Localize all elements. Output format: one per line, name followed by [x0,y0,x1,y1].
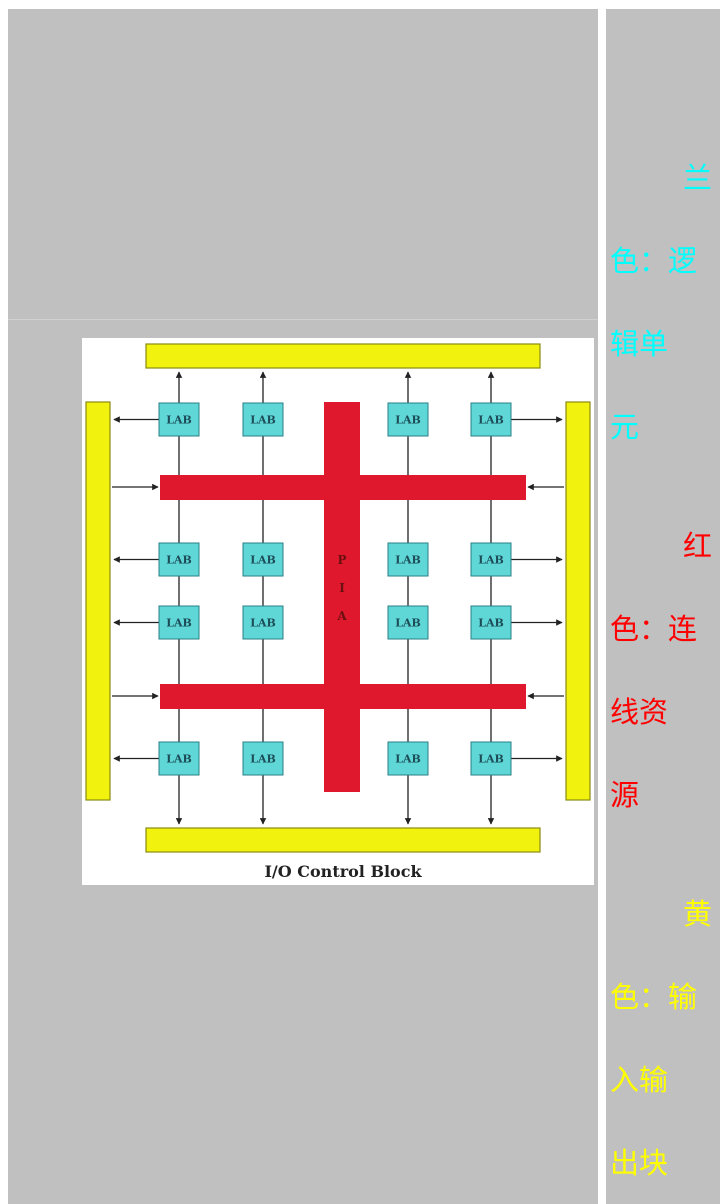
legend-blue-line-3: 辑单 [610,327,669,361]
legend-panel [606,9,720,1204]
panel-divider [8,319,598,320]
lab-cell-7 [387,542,429,577]
legend-yellow-line-3: 入输 [610,1063,669,1097]
legend-red-line-3: 线资 [610,695,669,729]
lab-label-10: LAB [250,617,276,630]
lab-label-2: LAB [250,414,276,427]
lab-cell-13 [158,741,200,776]
lab-label-5: LAB [166,554,192,567]
io-control-block-label: I/O Control Block [264,862,422,881]
pia-letter-2: I [339,581,345,595]
lab-label-14: LAB [250,753,276,766]
io-block-left [85,401,111,801]
lab-label-12: LAB [478,617,504,630]
lab-cell-15 [387,741,429,776]
legend-red-line-2: 色：连 [610,612,698,646]
lab-cell-12 [470,605,512,640]
io-block-right [565,401,591,801]
lab-cell-11 [387,605,429,640]
lab-cell-14 [242,741,284,776]
lab-label-6: LAB [250,554,276,567]
lab-label-7: LAB [395,554,421,567]
lab-label-8: LAB [478,554,504,567]
lab-cell-3 [387,402,429,437]
pia-vertical-bus [324,402,360,792]
lab-cell-6 [242,542,284,577]
lab-cell-16 [470,741,512,776]
lab-label-4: LAB [478,414,504,427]
lab-cell-1 [158,402,200,437]
io-block-bottom [145,827,541,853]
lab-cell-10 [242,605,284,640]
lab-label-9: LAB [166,617,192,630]
cpld-architecture-diagram: LAB LAB LAB LAB LAB LAB LAB LAB LAB LAB LAB LAB LAB L… [82,338,594,885]
pia-letter-1: P [337,553,346,567]
lab-cell-5 [158,542,200,577]
lab-cell-8 [470,542,512,577]
lab-label-3: LAB [395,414,421,427]
lab-label-11: LAB [395,617,421,630]
legend-yellow-line-2: 色：输 [610,980,698,1014]
lab-label-13: LAB [166,753,192,766]
legend-red-line-1: 红 [683,529,713,563]
io-block-top [145,343,541,369]
legend-red-line-4: 源 [610,778,640,812]
legend-blue-line-2: 色：逻 [610,244,698,278]
legend-yellow-line-1: 黄 [683,897,713,931]
lab-label-1: LAB [166,414,192,427]
pia-letter-3: A [336,609,347,623]
lab-label-16: LAB [478,753,504,766]
diagram-svg: LAB LAB LAB LAB LAB LAB LAB LAB LAB LAB LAB LAB LAB L… [85,343,591,881]
legend-blue-line-1: 兰 [683,161,713,195]
lab-label-15: LAB [395,753,421,766]
lab-cell-2 [242,402,284,437]
lab-cell-9 [158,605,200,640]
legend-yellow-line-4: 出块 [610,1146,669,1180]
lab-cell-4 [470,402,512,437]
legend-blue-line-4: 元 [610,410,640,444]
